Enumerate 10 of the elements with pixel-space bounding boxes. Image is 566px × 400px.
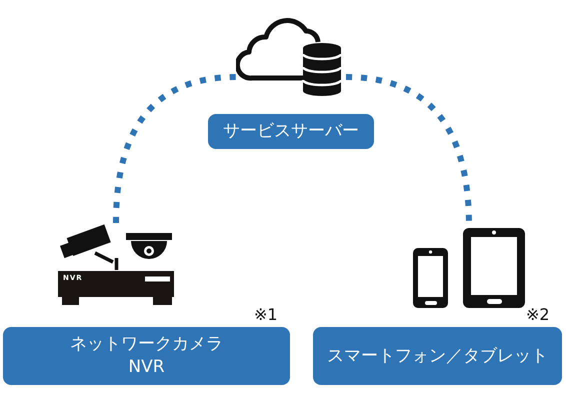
dotted-connector [113, 74, 236, 224]
label-text: サービスサーバー [223, 121, 359, 142]
label-panel [313, 327, 562, 385]
label-text: NVR [128, 356, 165, 379]
label-text: ネットワークカメラ [70, 333, 223, 356]
label-text: スマートフォン／タブレット [327, 344, 548, 368]
footnote-mark: ※2 [526, 305, 550, 325]
label-panel [208, 114, 374, 149]
footnote-mark: ※1 [254, 305, 278, 325]
label-panel [3, 327, 290, 385]
